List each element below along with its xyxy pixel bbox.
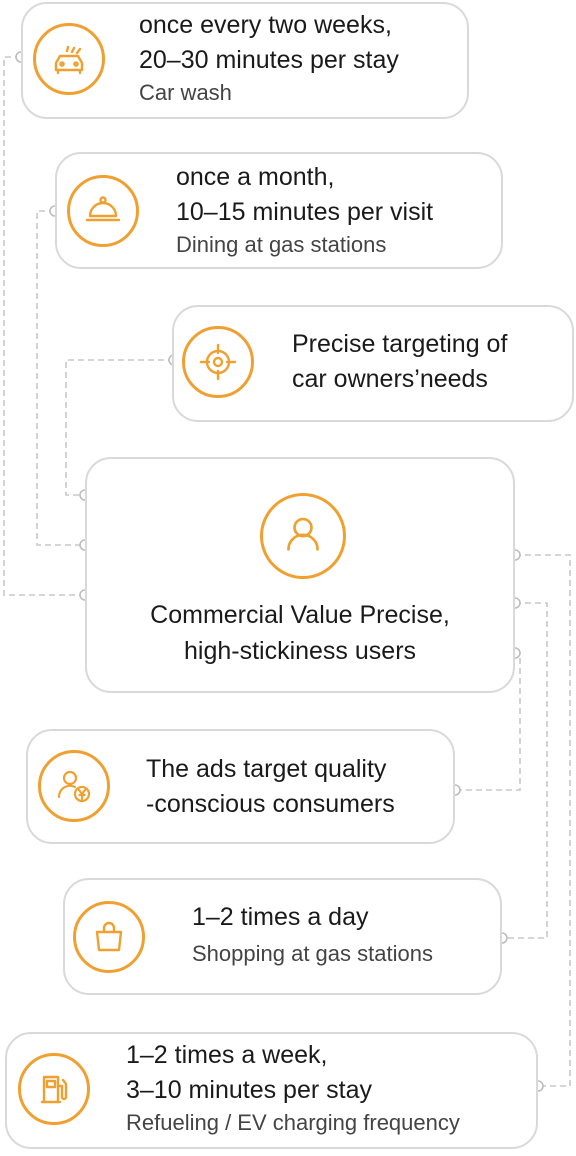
card-car-wash: once every two weeks, 20–30 minutes per … [21,2,469,119]
center-line-1: Commercial Value Precise, [150,601,450,629]
shopping-label: Shopping at gas stations [192,941,433,966]
center-line-2: high-stickiness users [183,637,417,665]
ads-line-2: -conscious consumers [146,790,395,818]
targeting-line-2: car owners’needs [292,365,488,393]
shopping-frequency: 1–2 times a day [192,903,369,931]
connector-shopping [502,602,548,939]
user-yen-icon [38,750,110,822]
card-ads: The ads target quality -conscious consum… [26,729,455,844]
dining-frequency: once a month, [176,163,335,191]
card-commercial-value: Commercial Value Precise, high-stickines… [85,457,515,693]
food-cloche-icon [67,175,139,247]
targeting-line-1: Precise targeting of [292,330,508,358]
dining-label: Dining at gas stations [176,232,387,257]
car-wash-icon [33,23,105,95]
refuel-label: Refueling / EV charging frequency [126,1110,460,1135]
card-targeting: Precise targeting of car owners’needs [172,305,574,422]
refuel-frequency: 1–2 times a week, [126,1041,328,1069]
connector-car-wash [3,56,85,596]
fuel-pump-icon [18,1053,90,1125]
target-icon [182,326,254,398]
car-wash-label: Car wash [139,80,232,105]
connector-refuel [515,554,571,1087]
dining-duration: 10–15 minutes per visit [176,198,434,226]
card-refuel: 1–2 times a week, 3–10 minutes per stay … [5,1032,538,1149]
car-wash-frequency: once every two weeks, [139,11,392,39]
card-dining: once a month, 10–15 minutes per visit Di… [55,152,503,269]
connector-dining [36,210,85,546]
car-wash-duration: 20–30 minutes per stay [139,46,399,74]
card-shopping: 1–2 times a day Shopping at gas stations [63,878,502,995]
refuel-duration: 3–10 minutes per stay [126,1076,372,1104]
connector-targeting [65,359,174,496]
shopping-bag-icon [73,901,145,973]
user-icon [260,493,346,579]
ads-line-1: The ads target quality [146,755,387,783]
